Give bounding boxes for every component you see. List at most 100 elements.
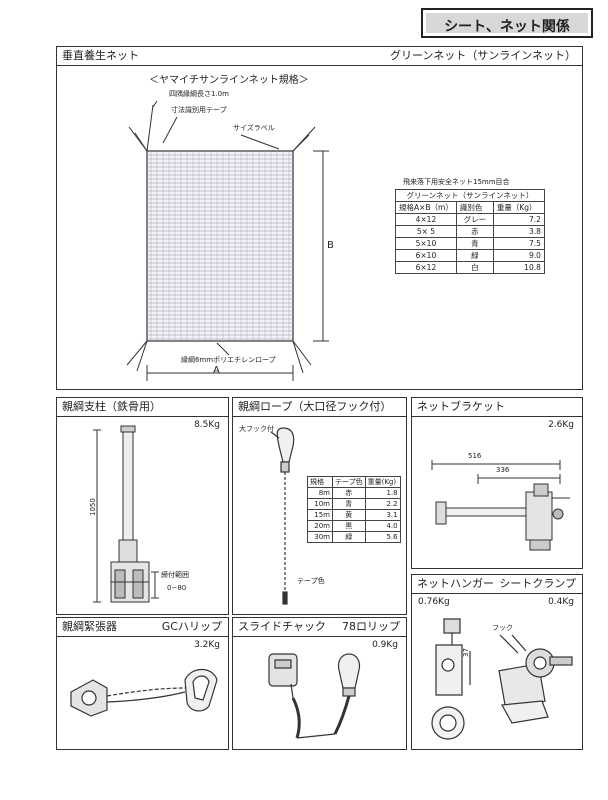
net-table-cell: 6×12 <box>395 261 457 274</box>
page-tag-inner: シート、ネット関係 <box>426 13 588 35</box>
tensioner-section: 親綱緊張器 GCハリップ 3.2Kg <box>56 617 229 750</box>
rope-table-header: 規格 <box>307 476 333 488</box>
net-table-cell: 赤 <box>455 225 494 238</box>
net-spec-table-block: 飛来落下用安全ネット15mm目合 グリーンネット（サンラインネット） 規格A×B… <box>395 177 545 274</box>
dim-b <box>313 150 329 342</box>
net-mesh <box>146 150 294 342</box>
bracket-section: ネットブラケット 2.6Kg 516 336 <box>411 397 583 569</box>
rope-section: 親綱ロープ（大口径フック付） 大フック付 テープ色 規格 テープ色 重量(Kg)… <box>232 397 407 615</box>
hanger-section: ネットハンガー シートクランプ 0.76Kg 0.4Kg フック 37 <box>411 574 583 750</box>
post-section-header: 親綱支柱（鉄骨用） <box>57 398 228 417</box>
rope-table-header-row: 規格 テープ色 重量(Kg) <box>307 476 401 488</box>
rope-table-cell: 1.8 <box>364 487 401 499</box>
table-row: 30m 緑 5.6 <box>307 531 401 543</box>
net-table-header: 重量（Kg） <box>492 201 545 214</box>
frame-rope-label: 縁綱6mmポリエチレンロープ <box>181 356 276 364</box>
post-section: 親綱支柱（鉄骨用） 8.5Kg 1050 締付範囲 0−80 <box>56 397 229 615</box>
hanger-drawing <box>431 618 471 740</box>
net-table-cell: 青 <box>455 237 494 250</box>
rope-table-cell: 2.2 <box>364 498 401 510</box>
net-table-cell: 9.0 <box>492 249 545 262</box>
bracket-section-header: ネットブラケット <box>412 398 582 417</box>
net-table-cell: 3.8 <box>492 225 545 238</box>
net-section-title: 垂直養生ネット <box>62 49 139 62</box>
bracket-drawing <box>431 460 570 551</box>
tensioner-section-header: 親綱緊張器 GCハリップ <box>57 618 228 637</box>
net-table-cell: 10.8 <box>492 261 545 274</box>
rope-section-title: 親綱ロープ（大口径フック付） <box>238 400 392 413</box>
corner-ropes <box>126 100 316 374</box>
rope-hook-label: 大フック付 <box>239 425 274 433</box>
rope-table-cell: 黒 <box>332 520 366 532</box>
net-table-cell: 7.5 <box>492 237 545 250</box>
net-section: 垂直養生ネット グリーンネット（サンラインネット） ＜ヤマイチサンラインネット規… <box>56 46 583 390</box>
rope-table-cell: 30m <box>307 531 333 543</box>
table-row: 4×12 グレー 7.2 <box>395 213 545 226</box>
dim-b-label: B <box>327 240 334 251</box>
net-table-header: 規格A×B（m） <box>395 201 457 214</box>
bracket-dim-outer: 516 <box>468 452 482 460</box>
clamp-section-title: シートクランプ <box>499 577 576 590</box>
net-table-cell: 白 <box>455 261 494 274</box>
table-row: 5× 5 赤 3.8 <box>395 225 545 238</box>
table-row: 6×10 緑 9.0 <box>395 249 545 262</box>
net-drawing <box>126 100 329 381</box>
table-row: 8m 赤 1.8 <box>307 487 401 499</box>
rope-table-cell: 8m <box>307 487 333 499</box>
table-row: 5×10 青 7.5 <box>395 237 545 250</box>
hanger-section-header: ネットハンガー シートクランプ <box>412 575 582 594</box>
net-table-cell: 4×12 <box>395 213 457 226</box>
rope-table-cell: 赤 <box>332 487 366 499</box>
tensioner-drawing <box>70 668 218 717</box>
hanger-section-title: ネットハンガー <box>417 577 494 590</box>
tensioner-section-subtitle: GCハリップ <box>161 620 222 633</box>
net-table-cell: 緑 <box>455 249 494 262</box>
clamp-weight: 0.4Kg <box>548 597 574 607</box>
net-section-header: 垂直養生ネット グリーンネット（サンラインネット） <box>57 47 582 66</box>
net-table-subcaption: グリーンネット（サンラインネット） <box>395 189 545 202</box>
rope-table-header: 重量(Kg) <box>364 476 401 488</box>
bracket-weight: 2.6Kg <box>548 420 574 430</box>
net-table-cell: 7.2 <box>492 213 545 226</box>
rope-table-cell: 20m <box>307 520 333 532</box>
chuck-section: スライドチャック 78ロリップ 0.9Kg <box>232 617 407 750</box>
net-table-header-row: 規格A×B（m） 識別色 重量（Kg） <box>395 201 545 214</box>
chuck-section-header: スライドチャック 78ロリップ <box>233 618 406 637</box>
rope-spec-table: 規格 テープ色 重量(Kg) 8m 赤 1.8 10m 青 2.2 15m 黄 … <box>307 476 401 543</box>
rope-table-cell: 5.6 <box>364 531 401 543</box>
chuck-weight: 0.9Kg <box>372 640 398 650</box>
table-row: 10m 青 2.2 <box>307 498 401 510</box>
net-spec-table: グリーンネット（サンラインネット） 規格A×B（m） 識別色 重量（Kg） 4×… <box>395 189 545 274</box>
rope-table-cell: 青 <box>332 498 366 510</box>
net-spec-heading: ＜ヤマイチサンラインネット規格＞ <box>149 75 309 86</box>
chuck-section-subtitle: 78ロリップ <box>342 620 400 633</box>
rope-table-cell: 黄 <box>332 509 366 521</box>
rope-table-cell: 10m <box>307 498 333 510</box>
net-table-cell: 5×10 <box>395 237 457 250</box>
post-section-title: 親綱支柱（鉄骨用） <box>62 400 161 413</box>
rope-table-cell: 4.0 <box>364 520 401 532</box>
table-row: 15m 黄 3.1 <box>307 509 401 521</box>
net-table-cell: グレー <box>455 213 494 226</box>
dim-a-label: A <box>213 365 220 376</box>
tape-label: 寸法識別用テープ <box>171 106 227 114</box>
table-row: 20m 黒 4.0 <box>307 520 401 532</box>
rope-table-cell: 15m <box>307 509 333 521</box>
net-table-cell: 6×10 <box>395 249 457 262</box>
rope-table-header: テープ色 <box>332 476 366 488</box>
rope-section-header: 親綱ロープ（大口径フック付） <box>233 398 406 417</box>
page-tag: シート、ネット関係 <box>421 8 593 38</box>
edge-rope-label: 四隅縁綱長さ1.0m <box>169 90 229 98</box>
net-table-header: 識別色 <box>455 201 494 214</box>
post-range-value: 0−80 <box>167 584 187 592</box>
net-table-caption: 飛来落下用安全ネット15mm目合 <box>403 178 510 186</box>
bracket-section-title: ネットブラケット <box>417 400 505 413</box>
chuck-section-title: スライドチャック <box>238 620 326 633</box>
page-tag-text: シート、ネット関係 <box>444 19 570 35</box>
bracket-dim-inner: 336 <box>496 466 510 474</box>
clamp-drawing <box>498 634 573 724</box>
net-table-cell: 5× 5 <box>395 225 457 238</box>
clamp-hook-label: フック <box>492 624 513 632</box>
tensioner-weight: 3.2Kg <box>194 640 220 650</box>
post-range-label: 締付範囲 <box>161 571 189 579</box>
